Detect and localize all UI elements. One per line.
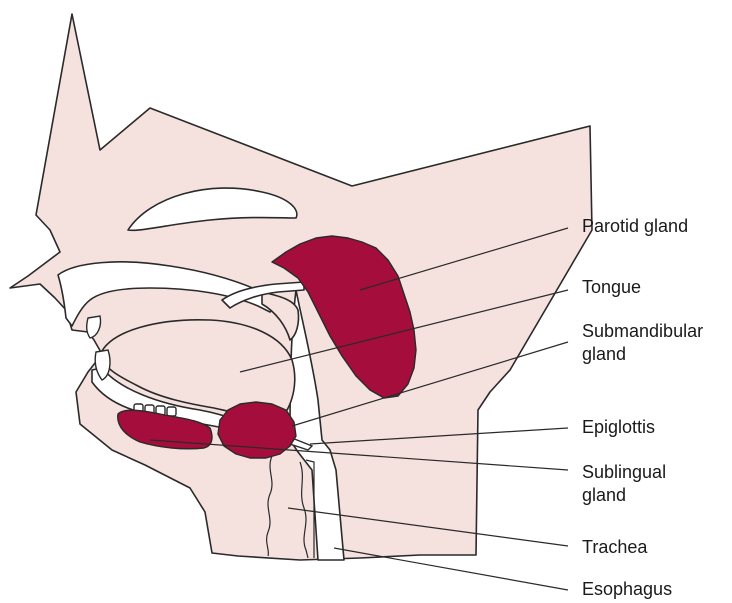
label-sublingual-line2: gland bbox=[582, 484, 626, 507]
label-submandibular-line2: gland bbox=[582, 343, 626, 366]
label-submandibular-line1: Submandibular bbox=[582, 320, 703, 343]
label-trachea: Trachea bbox=[582, 536, 647, 559]
label-parotid-gland: Parotid gland bbox=[582, 215, 688, 238]
label-sublingual-line1: Sublingual bbox=[582, 461, 666, 484]
label-epiglottis: Epiglottis bbox=[582, 416, 655, 439]
label-tongue: Tongue bbox=[582, 276, 641, 299]
label-esophagus: Esophagus bbox=[582, 578, 672, 601]
